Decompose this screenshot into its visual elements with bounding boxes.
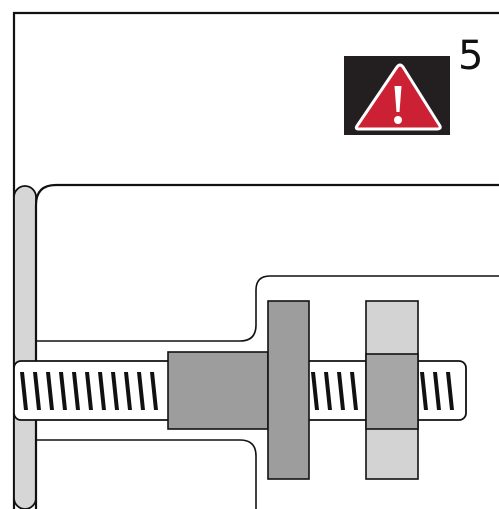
thread-stripe <box>137 372 145 410</box>
thread-stripe <box>20 372 28 410</box>
thread-stripe <box>85 372 93 410</box>
rod-sleeve <box>167 351 269 430</box>
bracket-outline <box>34 183 499 509</box>
flange-washer <box>267 300 310 480</box>
thread-stripe <box>111 372 119 410</box>
hex-nut <box>365 300 419 480</box>
warning-exclamation-bar <box>394 86 402 112</box>
hex-nut-center-flat <box>365 353 419 430</box>
rod-threads <box>20 372 454 410</box>
thread-stripe <box>350 372 358 410</box>
thread-stripe <box>446 372 454 410</box>
thread-stripe <box>33 372 41 410</box>
mount-upper-outline <box>36 275 499 342</box>
thread-stripe <box>337 372 345 410</box>
thread-stripe <box>150 372 158 410</box>
thread-stripe <box>98 372 106 410</box>
thread-stripe <box>124 372 132 410</box>
side-rail <box>13 185 37 509</box>
thread-stripe <box>72 372 80 410</box>
thread-stripe <box>311 372 319 410</box>
thread-stripe <box>433 372 441 410</box>
thread-stripe <box>420 372 428 410</box>
thread-stripe <box>46 372 54 410</box>
thread-stripe <box>324 372 332 410</box>
step-number: 5 <box>458 33 484 79</box>
mount-lower-outline <box>36 439 257 509</box>
warning-exclamation-dot <box>394 116 402 124</box>
warning-triangle-icon <box>344 56 450 135</box>
thread-stripe <box>59 372 67 410</box>
